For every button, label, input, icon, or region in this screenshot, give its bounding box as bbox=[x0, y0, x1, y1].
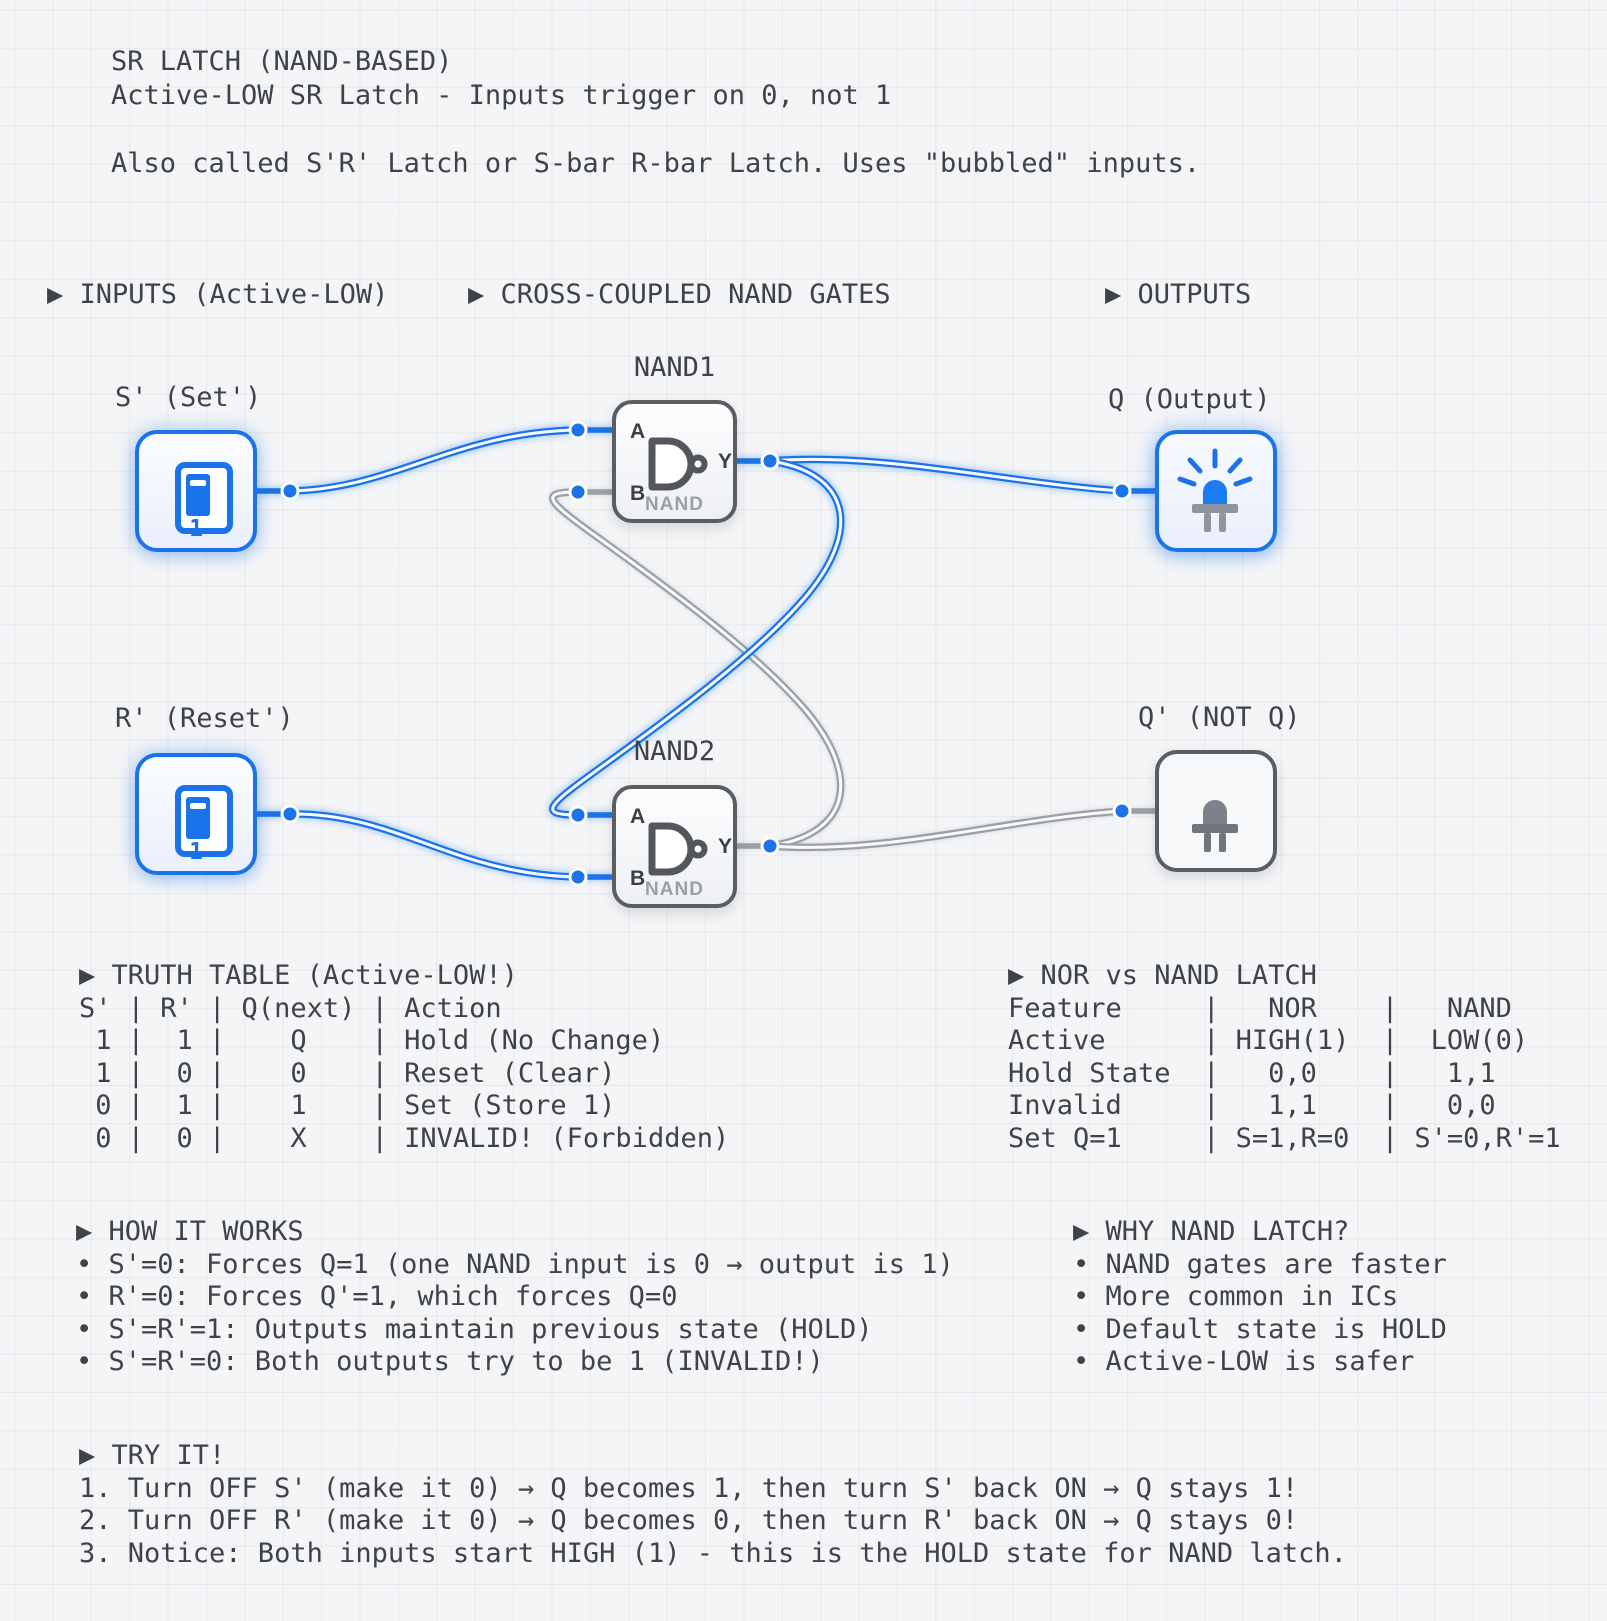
led-qn-label: Q' (NOT Q) bbox=[1138, 702, 1301, 733]
section-header-inputs: ▶ INPUTS (Active-LOW) bbox=[47, 279, 389, 310]
led-q-label: Q (Output) bbox=[1108, 384, 1271, 415]
nand2-port-y-label: Y bbox=[718, 835, 733, 858]
nand2-port-b-label: B bbox=[630, 867, 646, 890]
switch-s-value: 1 bbox=[189, 516, 203, 542]
nand1-label: NAND1 bbox=[633, 352, 716, 383]
nand1-gate[interactable]: A B Y NAND bbox=[612, 400, 737, 523]
switch-r-value: 1 bbox=[189, 839, 203, 865]
section-header-outputs: ▶ OUTPUTS bbox=[1105, 279, 1252, 310]
wire-nand1y-to-nand2a-core bbox=[551, 459, 843, 817]
nand-gate-icon bbox=[648, 437, 708, 491]
wire-nand1y-to-ledq-core bbox=[768, 457, 1124, 493]
nand1-port-a-label: A bbox=[630, 420, 646, 443]
wire-switchs-to-nand1a bbox=[286, 426, 582, 495]
node-switch-r-out[interactable] bbox=[280, 804, 300, 824]
title-text: SR LATCH (NAND-BASED) Active-LOW SR Latc… bbox=[111, 46, 1201, 179]
switch-r-label: R' (Reset') bbox=[115, 703, 294, 734]
wire-switchs-to-nand1a-core bbox=[288, 428, 580, 493]
led-off-icon bbox=[1192, 800, 1238, 852]
nand1-port-y-label: Y bbox=[718, 450, 733, 473]
nand2-gate[interactable]: A B Y NAND bbox=[612, 785, 737, 908]
switch-notch bbox=[190, 480, 206, 486]
nand2-label: NAND2 bbox=[633, 736, 716, 767]
node-nand2-a[interactable] bbox=[568, 805, 588, 825]
node-switch-s-out[interactable] bbox=[280, 481, 300, 501]
wire-switchr-to-nand2b-core bbox=[288, 812, 580, 879]
toggle-switch-icon bbox=[175, 462, 233, 534]
wire-nand2y-to-ledqn-core bbox=[768, 809, 1124, 849]
node-nand1-b[interactable] bbox=[568, 482, 588, 502]
wire-nand2y-to-nand1b-core bbox=[551, 490, 843, 848]
try-it-text: ▶ TRY IT! 1. Turn OFF S' (make it 0) → Q… bbox=[79, 1440, 1347, 1569]
how-it-works-text: ▶ HOW IT WORKS • S'=0: Forces Q=1 (one N… bbox=[76, 1216, 954, 1378]
node-nand1-y[interactable] bbox=[760, 451, 780, 471]
nand2-port-a-label: A bbox=[630, 805, 646, 828]
led-on-icon bbox=[1177, 448, 1253, 532]
switch-s-label: S' (Set') bbox=[115, 382, 262, 413]
switch-r-prime[interactable]: 1 bbox=[135, 753, 257, 875]
switch-s-prime[interactable]: 1 bbox=[135, 430, 257, 552]
node-nand2-y[interactable] bbox=[760, 836, 780, 856]
nand1-caption: NAND bbox=[645, 494, 704, 515]
led-q-not-output[interactable] bbox=[1155, 750, 1277, 872]
toggle-switch-icon bbox=[175, 785, 233, 857]
nand1-port-b-label: B bbox=[630, 482, 646, 505]
node-nand2-b[interactable] bbox=[568, 867, 588, 887]
switch-notch bbox=[190, 803, 206, 809]
node-led-q-in[interactable] bbox=[1112, 481, 1132, 501]
why-nand-text: ▶ WHY NAND LATCH? • NAND gates are faste… bbox=[1073, 1216, 1447, 1378]
truth-table-text: ▶ TRUTH TABLE (Active-LOW!) S' | R' | Q(… bbox=[79, 960, 730, 1154]
led-q-output[interactable] bbox=[1155, 430, 1277, 552]
node-led-qn-in[interactable] bbox=[1112, 801, 1132, 821]
compare-table-text: ▶ NOR vs NAND LATCH Feature | NOR | NAND… bbox=[1008, 960, 1561, 1154]
nand-gate-icon bbox=[648, 822, 708, 876]
nand2-caption: NAND bbox=[645, 879, 704, 900]
section-header-gates: ▶ CROSS-COUPLED NAND GATES bbox=[468, 279, 891, 310]
node-nand1-a[interactable] bbox=[568, 420, 588, 440]
